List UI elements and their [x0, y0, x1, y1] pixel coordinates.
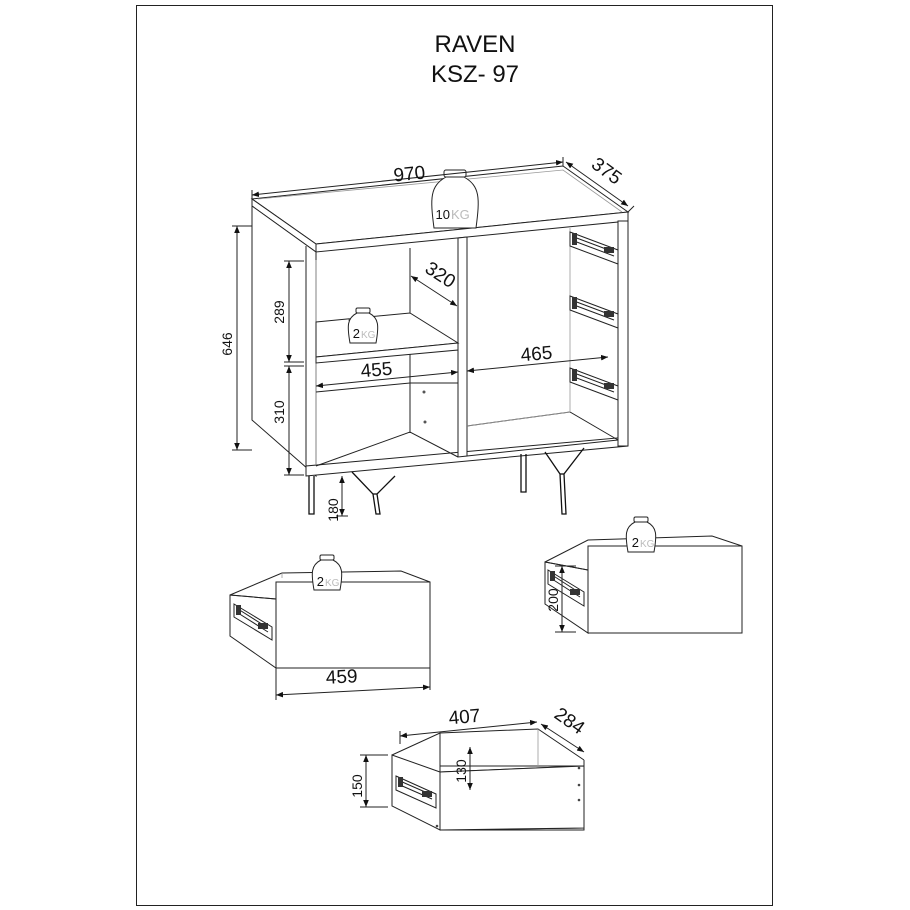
left-drawer-drawing: 2 KG 459 [229, 554, 431, 700]
left-drawer-width-label: 459 [325, 666, 358, 689]
model-name: RAVEN [435, 31, 516, 58]
height-label: 646 [219, 332, 235, 356]
drawer-box-front [439, 765, 585, 831]
drawer-box-inner-height-label: 130 [453, 759, 469, 783]
svg-text:KG: KG [325, 578, 340, 589]
depth-label: 375 [587, 154, 625, 190]
cabinet-dimensions: 970 375 646 289 310 320 455 465 180 [219, 154, 635, 522]
right-drawer-drawing: 2 KG 200 [544, 516, 743, 634]
shelf-weight-jar-icon: 2 KG [347, 307, 379, 344]
right-drawer-front [587, 545, 743, 634]
svg-text:KG: KG [361, 330, 376, 341]
runner-2 [569, 295, 619, 329]
right-width-label: 465 [520, 343, 553, 367]
lower-shelf-height-label: 310 [271, 400, 287, 424]
cabinet-divider [457, 236, 468, 458]
cabinet-left-side [251, 205, 317, 478]
top-load-value: 10 [436, 207, 450, 222]
svg-text:KG: KG [640, 539, 655, 550]
right-drawer-load-value: 2 [632, 535, 639, 550]
runner-1 [569, 231, 619, 265]
left-width-label: 455 [360, 359, 393, 383]
cabinet-legs [308, 447, 585, 515]
shelf-depth-label: 320 [421, 258, 459, 293]
cabinet-right-side [617, 220, 629, 447]
drawer-box-width-label: 407 [448, 706, 481, 730]
top-load-unit: KG [451, 207, 470, 222]
left-drawer-front [275, 581, 431, 669]
runner-3 [569, 367, 619, 401]
left-drawer-load-value: 2 [317, 574, 324, 589]
drawer-box-outer-height-label: 150 [349, 774, 365, 798]
upper-shelf-height-label: 289 [271, 300, 287, 324]
shelf-load-value: 2 [353, 326, 360, 341]
drawer-box-drawing: 407 284 150 130 [349, 704, 589, 831]
right-drawer-height-label: 200 [545, 588, 561, 612]
width-label: 970 [393, 162, 427, 186]
leg-height-label: 180 [325, 498, 341, 522]
model-code: KSZ- 97 [431, 61, 519, 88]
